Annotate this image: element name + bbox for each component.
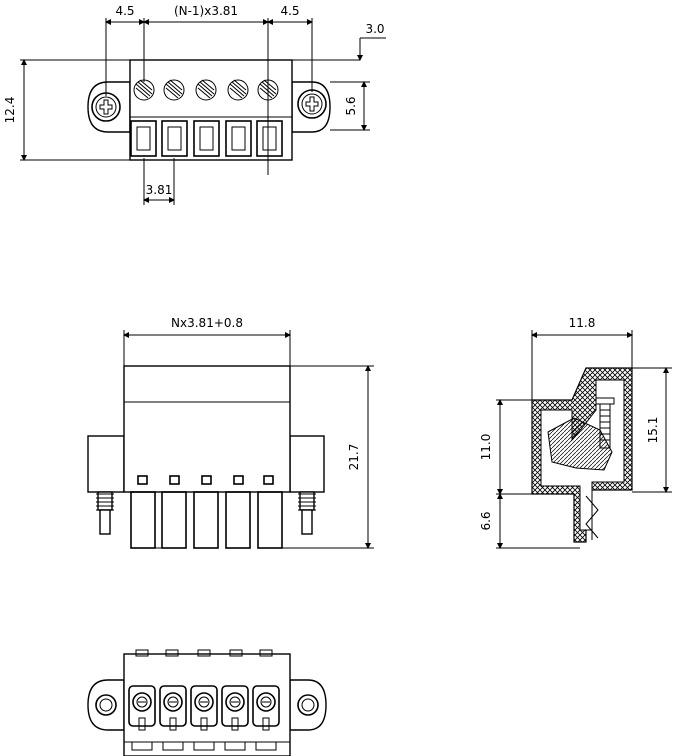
front-view: Nx3.81+0.8 21.7 — [87, 316, 374, 549]
bottom-screw-heads — [128, 685, 280, 731]
contact-pins — [130, 491, 283, 549]
top-view: 4.5 (N-1)x3.81 4.5 3.0 12.4 5.6 3.81 — [3, 4, 386, 205]
dim-height: 21.7 — [347, 444, 361, 471]
side-view: 11.8 15.1 11.0 6.6 — [479, 316, 672, 549]
dim-width: 11.8 — [569, 316, 596, 330]
dim-overall-height: 12.4 — [3, 97, 17, 124]
dim-pitch-formula: (N-1)x3.81 — [174, 4, 238, 18]
dim-total-height: 15.1 — [646, 417, 660, 444]
dim-width-formula: Nx3.81+0.8 — [171, 316, 243, 330]
dim-right-offset: 4.5 — [280, 4, 299, 18]
dim-pin-length: 6.6 — [479, 511, 493, 530]
dim-screw-height: 5.6 — [344, 96, 358, 115]
dim-left-offset: 4.5 — [115, 4, 134, 18]
dim-depth-offset: 3.0 — [365, 22, 384, 36]
threaded-bolt-right — [298, 491, 316, 535]
dim-pitch: 3.81 — [146, 183, 173, 197]
bottom-view — [87, 649, 327, 756]
threaded-bolt-left — [96, 491, 114, 535]
wire-entries — [130, 120, 283, 157]
dim-body-height: 11.0 — [479, 434, 493, 461]
